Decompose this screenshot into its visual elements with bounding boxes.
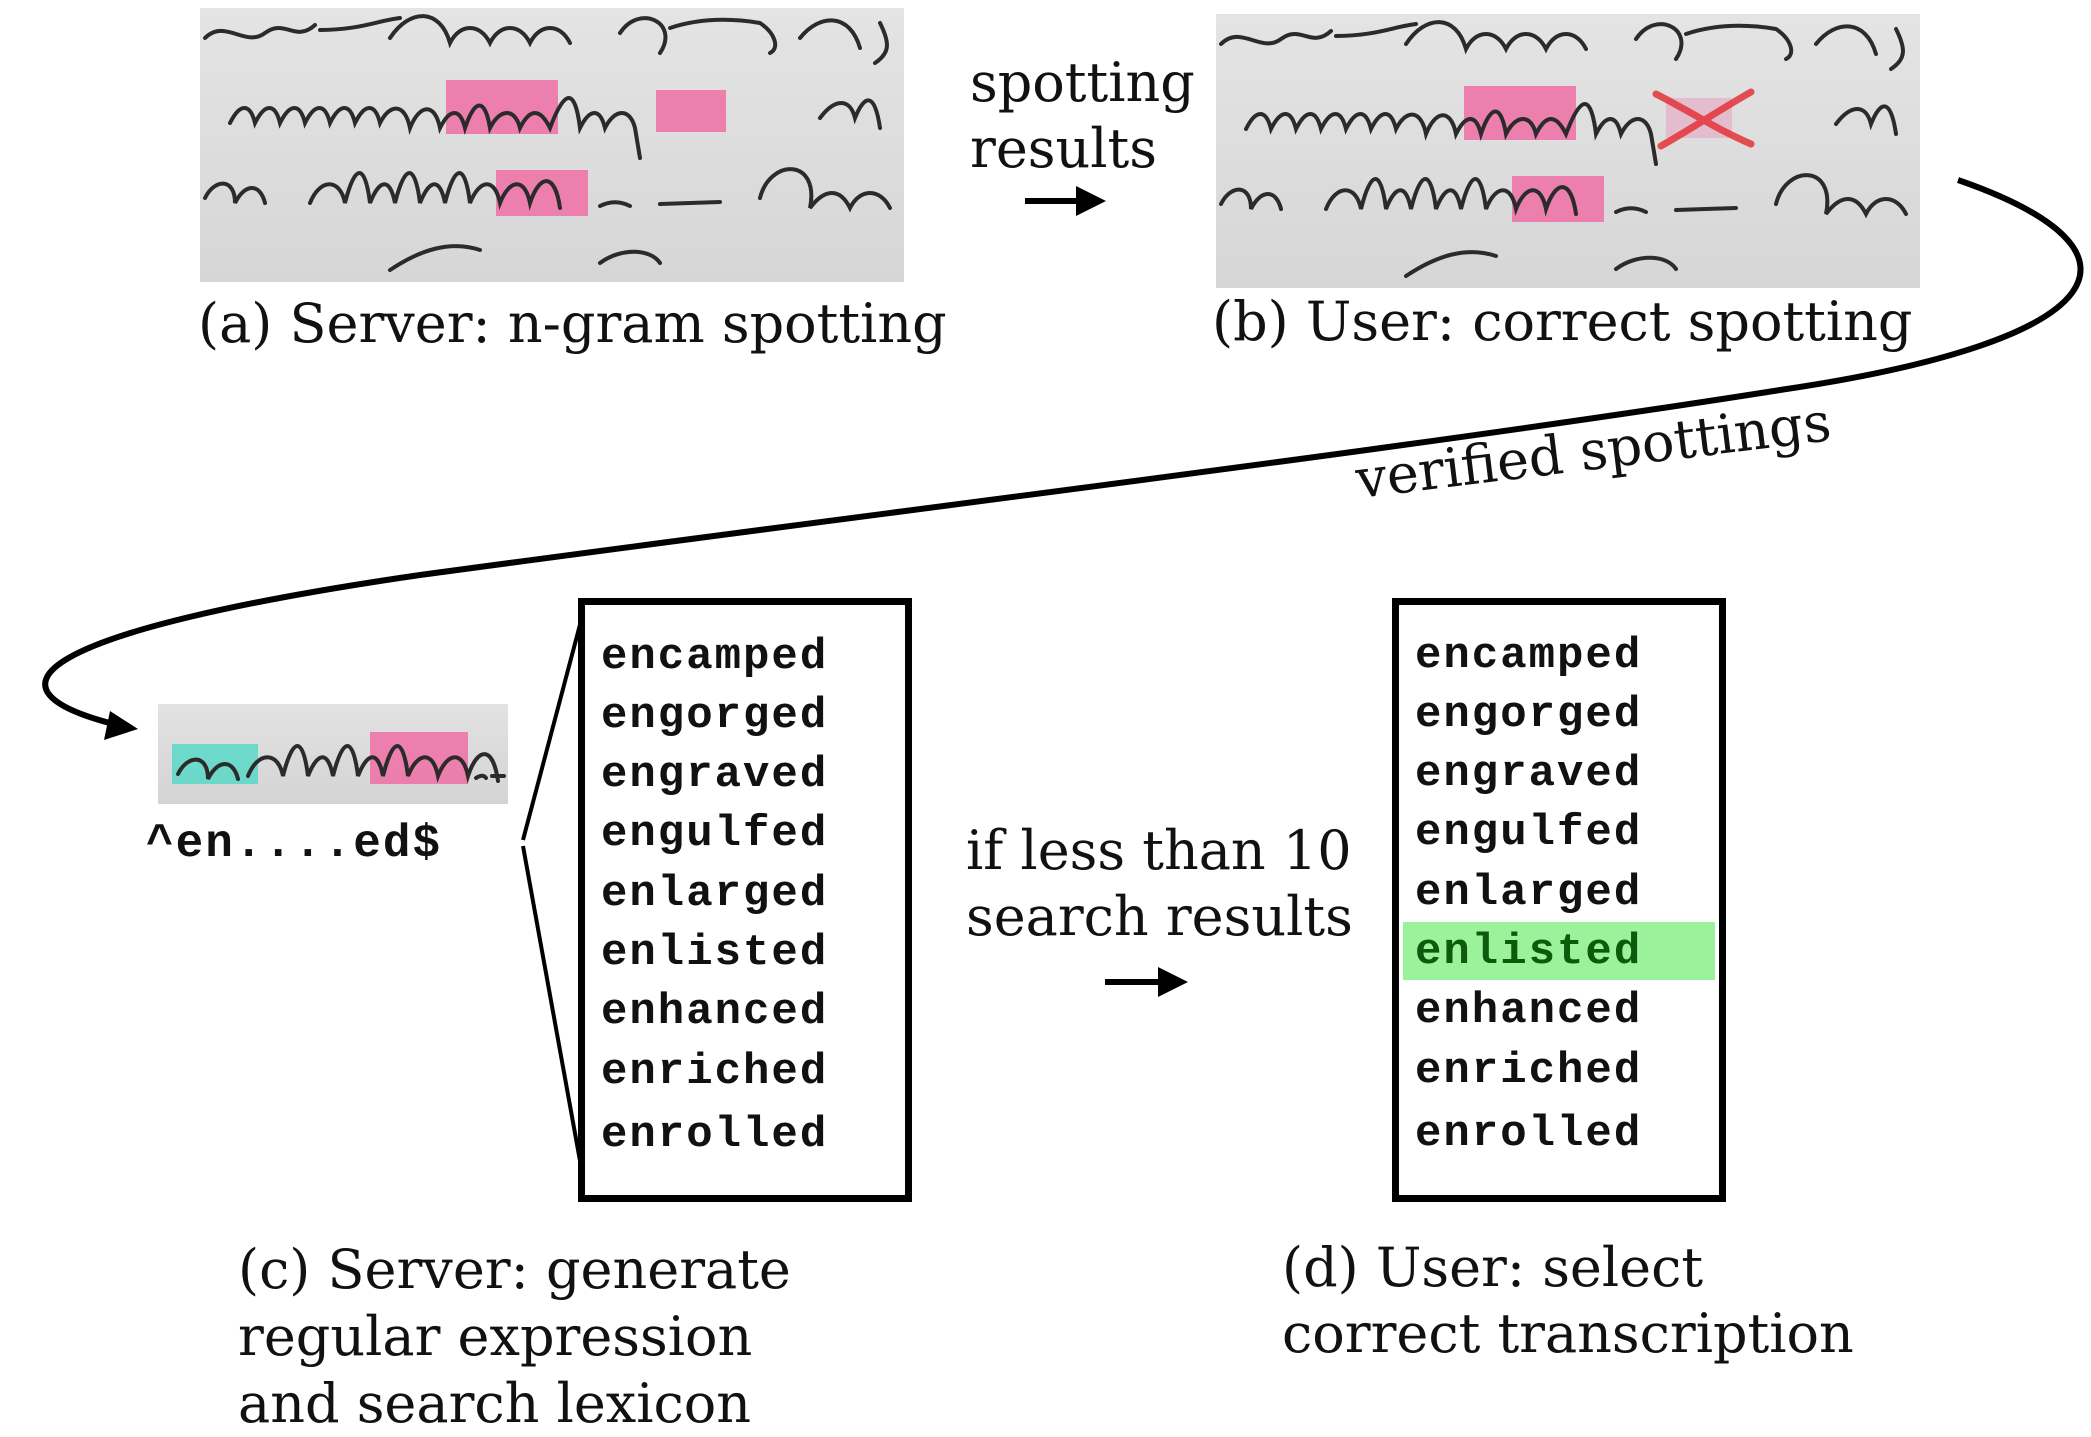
list-item: engulfed (601, 809, 829, 859)
panel-d-caption-line1: (d) User: select (1282, 1236, 1704, 1299)
panel-d-caption-line2: correct transcription (1282, 1302, 1854, 1365)
list-item: encamped (601, 632, 829, 682)
arrow-ab-label-line1: spotting (970, 51, 1195, 114)
list-item: enlarged (601, 869, 829, 919)
arrow-ab-label-line2: results (970, 117, 1157, 180)
regex-text: ^en....ed$ (146, 818, 443, 870)
panel-c-caption-line1: (c) Server: generate (238, 1238, 791, 1301)
list-item[interactable]: enhanced (1415, 986, 1643, 1036)
list-item[interactable]: enlarged (1415, 868, 1643, 918)
list-item[interactable]: enriched (1415, 1046, 1643, 1096)
selection-list-d: encamped engorged engraved engulfed enla… (1392, 598, 1726, 1202)
handwriting-strokes (1219, 20, 1908, 278)
panel-c-caption-line2: regular expression (238, 1305, 753, 1368)
list-item[interactable]: engraved (1415, 749, 1643, 799)
selected-item-highlight (1403, 922, 1715, 980)
accepted-spotting-highlight (1512, 176, 1604, 222)
ngram-highlight (496, 170, 588, 216)
handwriting-strokes (176, 744, 506, 784)
panel-c-caption-line3: and search lexicon (238, 1372, 752, 1435)
list-item[interactable]: enrolled (1415, 1109, 1643, 1159)
arrow-cd-label-line2: search results (966, 885, 1353, 948)
selected-list-item[interactable]: enlisted (1415, 927, 1643, 977)
panel-b-handwriting-image (1216, 14, 1920, 288)
list-item: enriched (601, 1047, 829, 1097)
list-item[interactable]: engorged (1415, 690, 1643, 740)
zoom-line-top (521, 601, 588, 841)
arrow-cd-label-line1: if less than 10 (966, 819, 1352, 882)
reject-cross-icon (1652, 88, 1755, 150)
list-item: engorged (601, 691, 829, 741)
panel-c-word-image (158, 704, 508, 804)
list-item: enlisted (601, 928, 829, 978)
zoom-line-bottom (521, 845, 588, 1195)
list-item[interactable]: engulfed (1415, 808, 1643, 858)
list-item: enrolled (601, 1110, 829, 1160)
list-item[interactable]: encamped (1415, 631, 1643, 681)
verified-spottings-curve (42, 177, 2084, 731)
panel-a-handwriting-image (200, 8, 904, 282)
list-item: enhanced (601, 987, 829, 1037)
handwriting-strokes (203, 14, 892, 272)
panel-b-caption: (b) User: correct spotting (1212, 290, 1913, 353)
curve-arrowhead (104, 711, 138, 740)
search-results-list-c: encamped engorged engraved engulfed enla… (578, 598, 912, 1202)
panel-a-caption: (a) Server: n-gram spotting (198, 292, 947, 355)
list-item: engraved (601, 750, 829, 800)
ngram-highlight (656, 90, 726, 132)
